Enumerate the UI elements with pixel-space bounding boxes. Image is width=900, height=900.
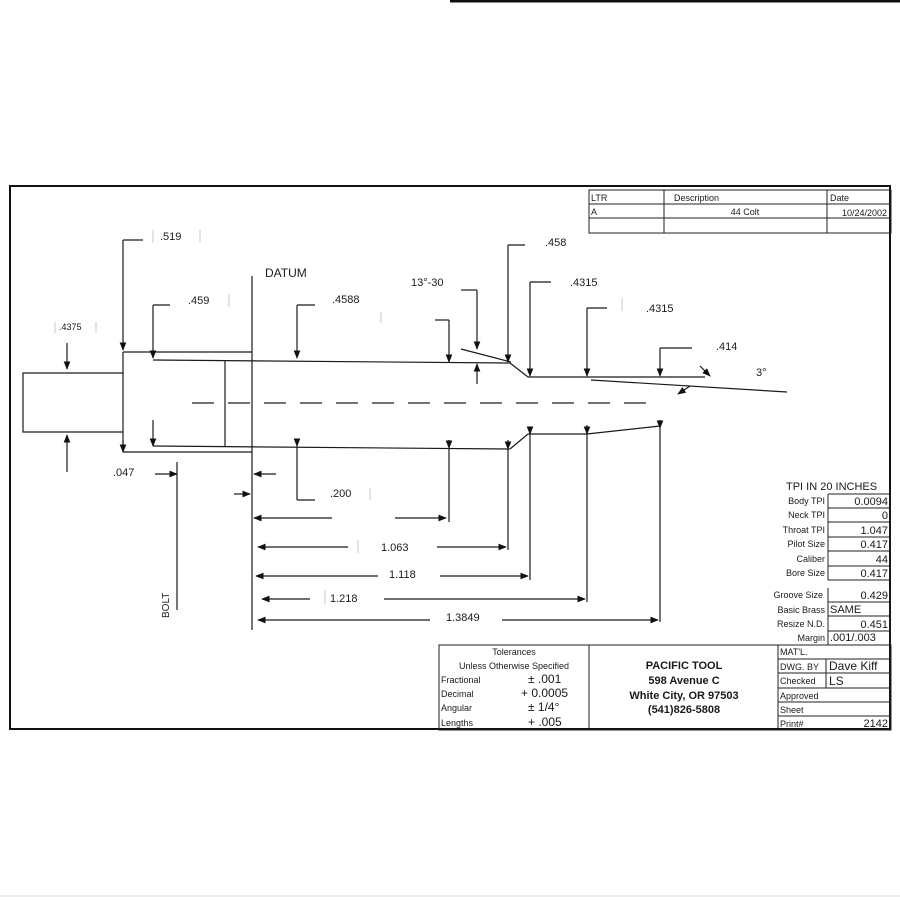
dimension-labels: .4375 .519 .459 DATUM .4588 13°-30 .458 … [59, 231, 767, 624]
tolerances-subtitle: Unless Otherwise Specified [459, 661, 569, 671]
spec-table: TPI IN 20 INCHES Body TPI 0.0094 Neck TP… [773, 481, 891, 645]
tol-label-angular: Angular [441, 703, 472, 713]
spec-value-margin: .001/.003 [830, 632, 876, 644]
company-name: PACIFIC TOOL [646, 660, 723, 672]
company-city: White City, OR 97503 [629, 690, 738, 702]
dim-047: .047 [113, 467, 134, 479]
company-address: 598 Avenue C [648, 675, 719, 687]
spec-value-groove-size: 0.429 [860, 590, 888, 602]
dim-519: .519 [160, 231, 181, 243]
tol-value-fractional: ± .001 [528, 672, 562, 686]
spec-label-groove-size: Groove Size [773, 590, 823, 600]
drawing-border [9, 185, 891, 730]
tol-value-lengths: + .005 [528, 715, 562, 729]
revision-block: LTR Description Date A 44 Colt 10/24/200… [588, 189, 892, 234]
dim-1218: 1.218 [330, 593, 358, 605]
spec-label-resize-nd: Resize N.D. [777, 619, 825, 629]
dim-414: .414 [716, 341, 737, 353]
dwg-by-label: DWG. BY [780, 662, 819, 672]
print-value: 2142 [864, 718, 888, 730]
tol-label-lengths: Lengths [441, 718, 474, 728]
dwg-by-value: Dave Kiff [829, 659, 878, 673]
spec-label-body-tpi: Body TPI [788, 496, 825, 506]
rev-ltr: A [591, 207, 597, 217]
dim-4375: .4375 [59, 322, 82, 332]
spec-label-basic-brass: Basic Brass [777, 605, 825, 615]
dim-1118: 1.118 [389, 569, 416, 581]
tol-value-decimal: + 0.0005 [521, 686, 568, 700]
company-phone: (541)826-5808 [648, 704, 720, 716]
dim-1063: 1.063 [381, 542, 409, 554]
spec-label-neck-tpi: Neck TPI [788, 510, 825, 520]
spec-label-pilot-size: Pilot Size [787, 539, 825, 549]
angle-13-30: 13°-30 [411, 277, 444, 289]
dim-4315-b: .4315 [646, 303, 674, 315]
matl-label: MAT'L. [780, 647, 808, 657]
spec-value-pilot-size: 0.417 [860, 539, 888, 551]
dim-459: .459 [188, 295, 209, 307]
print-label: Print# [780, 719, 804, 729]
spec-value-resize-nd: 0.451 [860, 619, 888, 631]
rev-header-description: Description [674, 193, 719, 203]
spec-label-margin: Margin [797, 633, 825, 643]
rev-date: 10/24/2002 [842, 208, 887, 218]
sheet-label: Sheet [780, 705, 804, 715]
dimension-lines [63, 239, 711, 624]
spec-value-bore-size: 0.417 [860, 568, 888, 580]
tol-value-angular: ± 1/4° [528, 700, 560, 714]
shank-outline [22, 372, 123, 433]
dim-4315-a: .4315 [570, 277, 598, 289]
spec-table-title: TPI IN 20 INCHES [786, 481, 877, 493]
spec-value-body-tpi: 0.0094 [854, 496, 888, 508]
spec-value-neck-tpi: 0 [882, 510, 888, 522]
angle-3: 3° [756, 367, 767, 379]
dim-458: .458 [545, 237, 566, 249]
checked-value: LS [829, 674, 844, 688]
checked-label: Checked [780, 676, 816, 686]
dim-4588: .4588 [332, 294, 360, 306]
rev-header-ltr: LTR [591, 193, 608, 203]
scan-ticks [54, 230, 623, 604]
spec-value-caliber: 44 [876, 554, 888, 566]
tol-label-decimal: Decimal [441, 689, 474, 699]
tol-label-fractional: Fractional [441, 675, 481, 685]
title-block: Tolerances Unless Otherwise Specified Fr… [438, 644, 892, 731]
bolt-label: BOLT [161, 593, 172, 618]
spec-label-caliber: Caliber [796, 554, 825, 564]
spec-label-bore-size: Bore Size [786, 568, 825, 578]
datum-label: DATUM [265, 266, 307, 280]
dim-200: .200 [330, 488, 351, 500]
approved-label: Approved [780, 691, 819, 701]
tolerances-title: Tolerances [492, 647, 536, 657]
spec-label-throat-tpi: Throat TPI [783, 525, 825, 535]
rev-description: 44 Colt [731, 207, 760, 217]
dim-13849: 1.3849 [446, 612, 480, 624]
rev-header-date: Date [830, 193, 849, 203]
spec-value-basic-brass: SAME [830, 604, 861, 616]
spec-value-throat-tpi: 1.047 [860, 525, 888, 537]
